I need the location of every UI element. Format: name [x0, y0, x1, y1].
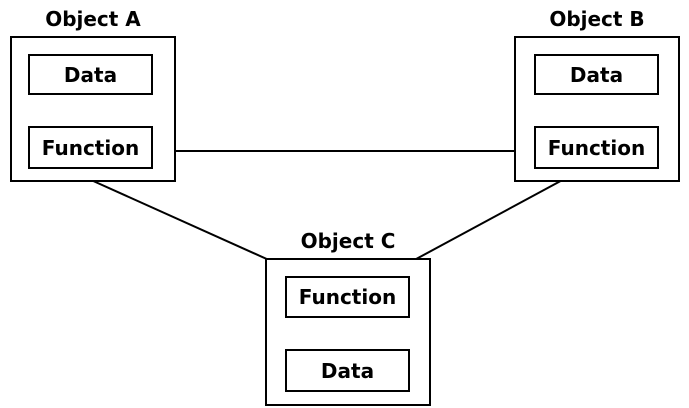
object-b-title: Object B: [549, 7, 645, 31]
object-c-function-box: Function: [285, 276, 410, 318]
object-c-data-box: Data: [285, 349, 410, 392]
object-b-data-box: Data: [534, 54, 659, 95]
object-b-function-box: Function: [534, 126, 659, 169]
object-a-data-box: Data: [28, 54, 153, 95]
object-a-title: Object A: [45, 7, 141, 31]
object-a-function-box: Function: [28, 126, 153, 169]
object-c-title: Object C: [300, 229, 396, 253]
